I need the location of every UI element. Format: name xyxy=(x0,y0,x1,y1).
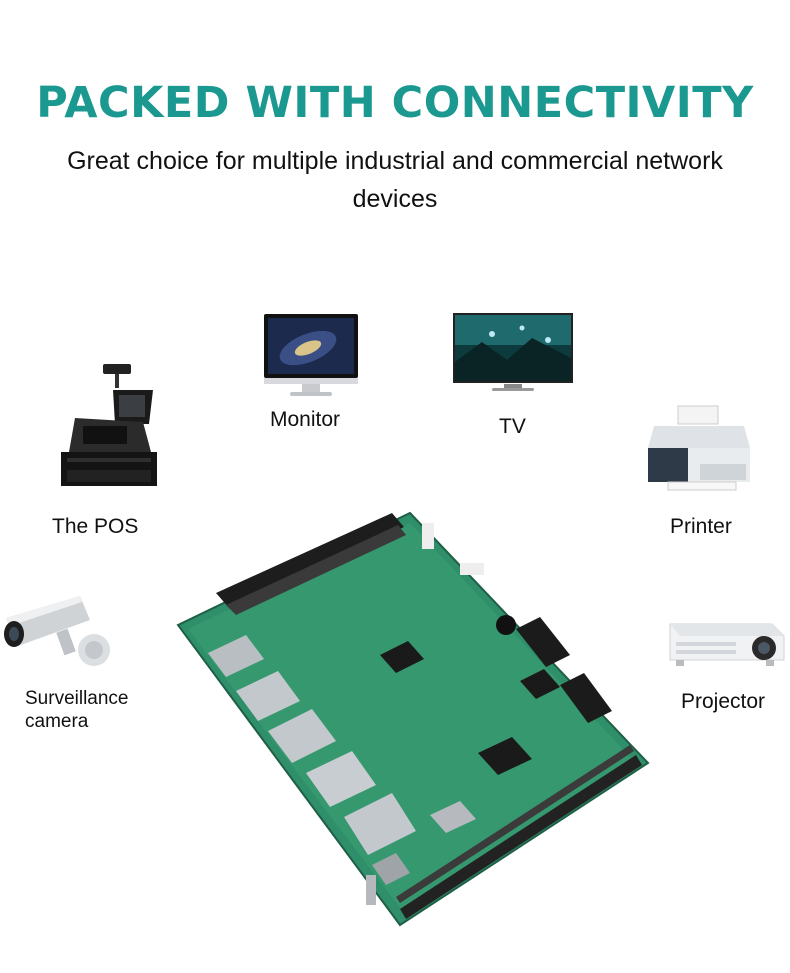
subheadline: Great choice for multiple industrial and… xyxy=(67,147,723,213)
monitor-label: Monitor xyxy=(270,408,341,431)
monitor-icon xyxy=(264,314,358,396)
motherboard-image xyxy=(176,511,650,927)
projector-icon xyxy=(669,623,785,666)
pos-label: The POS xyxy=(52,515,139,538)
surveillance-camera-icon xyxy=(4,596,110,666)
camera-label: Surveillance camera xyxy=(25,688,129,732)
printer-icon xyxy=(648,405,750,491)
headline: PACKED WITH CONNECTIVITY xyxy=(36,78,754,128)
printer-label: Printer xyxy=(670,515,732,538)
tv-icon xyxy=(453,313,573,391)
pos-terminal-icon xyxy=(61,364,157,486)
tv-label: TV xyxy=(499,415,526,438)
projector-label: Projector xyxy=(681,690,766,713)
